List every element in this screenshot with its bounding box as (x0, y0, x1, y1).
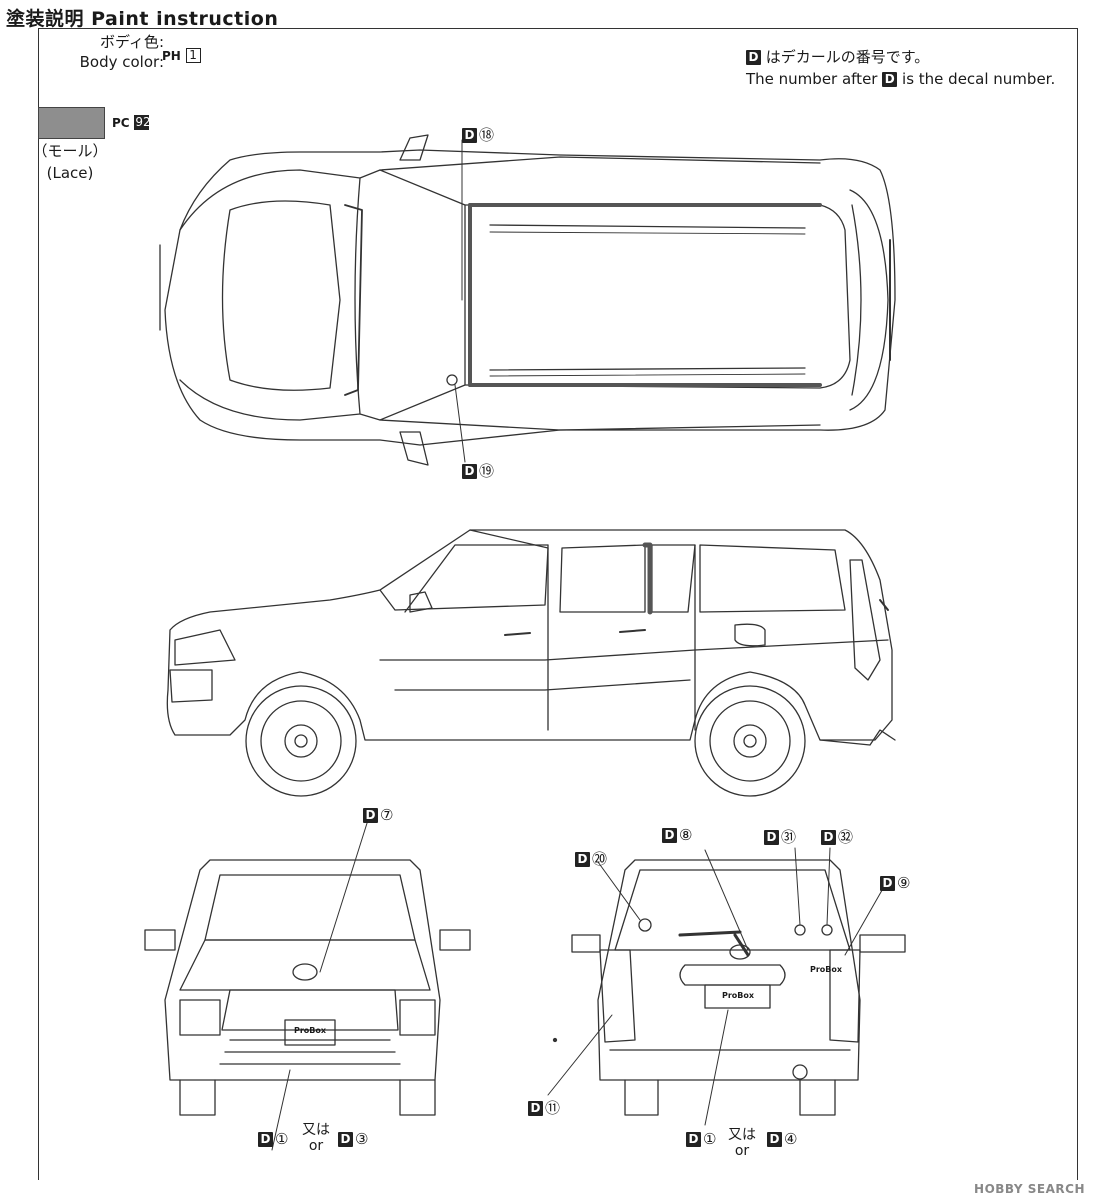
decal-number: ① (703, 1130, 717, 1148)
decal-note: D はデカールの番号です。 The number after D is the … (746, 46, 1055, 90)
paint-number-box: 92 (134, 115, 151, 130)
lace-label-en: (Lace) (46, 164, 94, 182)
lace-paint: PC 92 (112, 111, 151, 134)
decal-d-icon: D (764, 830, 779, 845)
decal-d-icon: D (462, 464, 477, 479)
decal-number: ㉜ (838, 828, 854, 846)
paint-number-box: 1 (185, 48, 201, 63)
decal-number: ③ (355, 1130, 369, 1148)
body-color-label-jp: ボディ色 (99, 33, 159, 51)
paint-prefix: PC (112, 116, 130, 130)
rear-or-label: 又は or (728, 1127, 756, 1159)
rear-plate-badge: ProBox (721, 991, 755, 1000)
lace-color-swatch (38, 107, 105, 139)
decal-number: ⑳ (592, 850, 608, 868)
decal-note-en-after: is the decal number. (902, 70, 1056, 88)
paint-prefix: PH (162, 49, 181, 63)
decal-d-icon: D (686, 1132, 701, 1147)
instruction-frame (38, 28, 1078, 1180)
lace-label: （モール） (Lace) (30, 140, 110, 184)
decal-d-icon: D (363, 808, 378, 823)
decal-number: ⑨ (897, 874, 911, 892)
body-color-label-en: Body color (79, 53, 159, 71)
rear-emblem-badge: ProBox (809, 965, 843, 974)
decal-d-icon: D (462, 128, 477, 143)
decal-number: ⑦ (380, 806, 394, 824)
decal-d-icon: D (746, 50, 761, 65)
decal-d-icon: D (528, 1101, 543, 1116)
front-or-label: 又は or (302, 1122, 330, 1154)
decal-number: ① (275, 1130, 289, 1148)
decal-number: ⑱ (479, 126, 495, 144)
decal-d-icon: D (575, 852, 590, 867)
front-view (144, 819, 471, 1151)
body-color-legend: ボディ色: Body color: (79, 33, 164, 71)
page-title: 塗装説明 Paint instruction (6, 8, 279, 30)
watermark: HOBBY SEARCH (974, 1182, 1085, 1196)
body-color-paint: PH 1 (162, 44, 201, 67)
decal-number: ⑧ (679, 826, 693, 844)
decal-d-icon: D (662, 828, 677, 843)
rear-view (547, 847, 906, 1126)
decal-number: ⑪ (545, 1099, 561, 1117)
side-view (166, 529, 896, 797)
decal-d-icon: D (767, 1132, 782, 1147)
top-view (159, 134, 896, 466)
decal-number: ④ (784, 1130, 798, 1148)
decal-d-icon: D (338, 1132, 353, 1147)
decal-d-icon: D (882, 72, 898, 87)
decal-number: ⑲ (479, 462, 495, 480)
lace-label-jp: （モール） (32, 142, 108, 160)
front-plate-badge: ProBox (293, 1026, 327, 1035)
decal-d-icon: D (258, 1132, 273, 1147)
decal-note-jp: はデカールの番号です。 (765, 48, 930, 66)
decal-d-icon: D (821, 830, 836, 845)
decal-note-en-before: The number after (746, 70, 878, 88)
decal-d-icon: D (880, 876, 895, 891)
decal-number: ㉛ (781, 828, 797, 846)
